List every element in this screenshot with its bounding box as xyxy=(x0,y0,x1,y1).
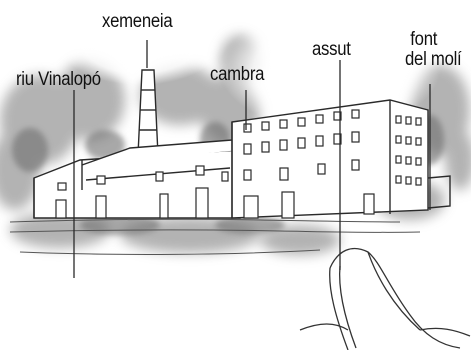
label-spring: font del molí xyxy=(405,29,462,70)
label-spring-line2: del molí xyxy=(405,49,462,70)
leader-lines xyxy=(73,40,431,278)
windows xyxy=(57,109,422,191)
river-bank xyxy=(9,218,421,255)
label-chamber: cambra xyxy=(210,64,265,85)
weir-structure xyxy=(299,247,471,350)
label-river: riu Vinalopó xyxy=(16,69,101,90)
mill-buildings xyxy=(33,69,451,219)
chimney-shape xyxy=(137,69,159,156)
doors xyxy=(55,187,375,219)
label-chimney: xemeneia xyxy=(102,11,173,32)
label-weir: assut xyxy=(312,39,351,60)
label-spring-line1: font xyxy=(410,29,438,50)
